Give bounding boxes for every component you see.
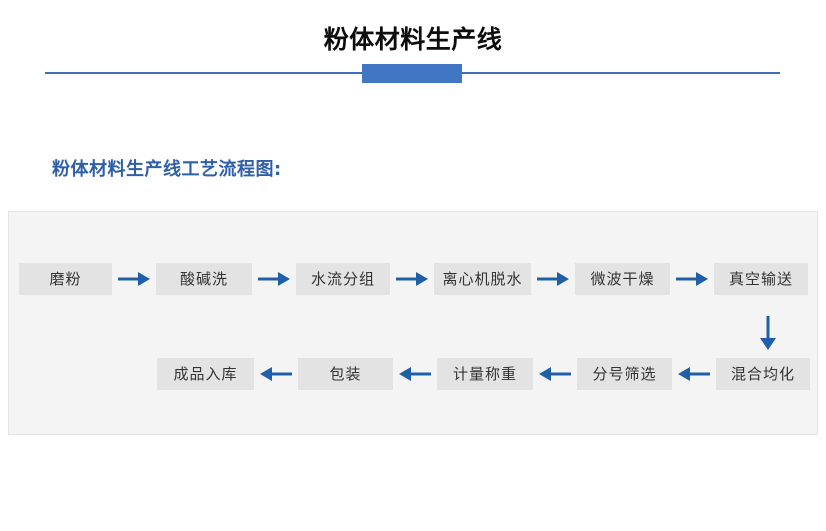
section-heading: 粉体材料生产线工艺流程图: <box>52 159 282 180</box>
flow-step-grade-screening: 分号筛选 <box>577 358 672 390</box>
flow-step-vacuum-conveying: 真空输送 <box>714 263 808 295</box>
flow-step-milling: 磨粉 <box>19 263 112 295</box>
divider-accent-block <box>362 64 462 83</box>
arrow-right-icon <box>531 271 575 287</box>
arrow-right-icon <box>670 271 714 287</box>
arrow-left-icon <box>533 366 577 382</box>
arrow-right-icon <box>390 271 434 287</box>
arrow-left-icon <box>393 366 437 382</box>
flow-step-microwave-drying: 微波干燥 <box>575 263 670 295</box>
flow-step-acid-alkali-wash: 酸碱洗 <box>156 263 252 295</box>
arrow-right-icon <box>112 271 156 287</box>
flow-step-packaging: 包装 <box>298 358 393 390</box>
flow-row-2: 成品入库 包装 计量称重 分号筛选 <box>9 358 819 390</box>
page-title: 粉体材料生产线 <box>323 25 503 54</box>
flow-step-water-flow-grouping: 水流分组 <box>296 263 390 295</box>
arrow-left-icon <box>672 366 716 382</box>
arrow-down-icon <box>757 316 781 350</box>
flow-step-metering-weighing: 计量称重 <box>437 358 533 390</box>
flow-step-centrifuge-dewatering: 离心机脱水 <box>434 263 531 295</box>
flow-row-1: 磨粉 酸碱洗 水流分组 离心机脱水 <box>9 263 819 295</box>
process-flow-panel: 磨粉 酸碱洗 水流分组 离心机脱水 <box>8 211 818 435</box>
flow-step-finished-goods-warehousing: 成品入库 <box>157 358 254 390</box>
flow-step-mixing-homogenization: 混合均化 <box>716 358 810 390</box>
arrow-right-icon <box>252 271 296 287</box>
arrow-left-icon <box>254 366 298 382</box>
page-header: 粉体材料生产线 <box>0 0 826 96</box>
title-divider <box>0 64 826 84</box>
